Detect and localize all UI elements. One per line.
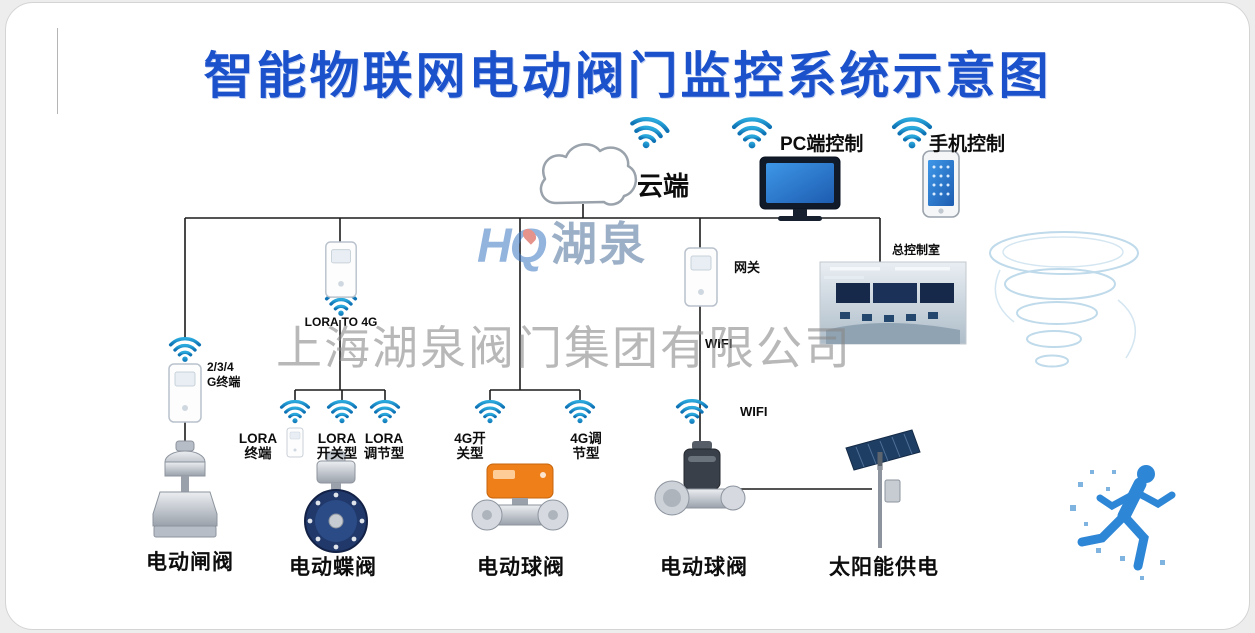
wifi-icon bbox=[675, 398, 709, 426]
terminal-234g-label: 2/3/4 G终端 bbox=[207, 360, 240, 390]
equipment-label-ball-valve-2: 电动球阀 bbox=[660, 556, 748, 579]
wifi-icon bbox=[628, 116, 669, 152]
branch-label-lora-switch: LORA 开关型 bbox=[317, 431, 358, 461]
branch-line2: 开关型 bbox=[316, 446, 358, 461]
pc-control-label: PC端控制 bbox=[780, 134, 864, 155]
lora-terminal-device bbox=[286, 427, 304, 458]
equipment-label-solar: 太阳能供电 bbox=[829, 556, 939, 579]
ball-valve-motor-image bbox=[654, 441, 746, 516]
wifi-icon bbox=[369, 399, 401, 425]
branch-line1: LORA bbox=[317, 431, 357, 446]
control-room-image bbox=[819, 261, 967, 345]
branch-line2: 关型 bbox=[456, 446, 484, 461]
lora-to-4g-device bbox=[325, 241, 357, 298]
branch-line1: LORA bbox=[238, 431, 278, 446]
runner-decoration bbox=[1070, 465, 1176, 580]
equipment-label-ball-valve-1: 电动球阀 bbox=[477, 556, 565, 579]
wifi-icon bbox=[168, 336, 202, 364]
equipment-label-butterfly-valve: 电动蝶阀 bbox=[289, 556, 377, 579]
branch-line2: 调节型 bbox=[363, 446, 405, 461]
wifi-icon bbox=[279, 399, 311, 425]
swirl-decoration bbox=[989, 231, 1139, 368]
branch-line1: 4G开 bbox=[454, 431, 486, 446]
butterfly-valve-image bbox=[304, 451, 368, 553]
scan-artifact-line bbox=[57, 28, 58, 114]
ball-valve-orange-image bbox=[471, 463, 569, 531]
wifi-icon bbox=[474, 399, 506, 425]
cloud-label: 云端 bbox=[637, 171, 690, 201]
terminal-234g-device bbox=[168, 363, 202, 423]
terminal-234g-line2: G终端 bbox=[207, 375, 241, 389]
branch-line2: 节型 bbox=[572, 446, 600, 461]
wifi-node-label: WIFI bbox=[740, 404, 768, 419]
branch-line1: 4G调 bbox=[570, 431, 602, 446]
phone-control-label: 手机控制 bbox=[929, 134, 1006, 155]
connection-wires bbox=[184, 204, 881, 490]
lora-to-4g-label: LORA TO 4G bbox=[304, 315, 378, 329]
cloud-icon bbox=[539, 143, 637, 206]
gate-valve-image bbox=[152, 440, 218, 538]
branch-label-4g-switch: 4G开 关型 bbox=[454, 431, 486, 461]
branch-label-lora-regulating: LORA 调节型 bbox=[364, 431, 405, 461]
phone-icon bbox=[922, 150, 960, 218]
equipment-label-gate-valve: 电动闸阀 bbox=[146, 551, 234, 574]
wifi-icon bbox=[894, 119, 930, 148]
wifi-line-label: WIFI bbox=[705, 336, 733, 351]
control-room-label: 总控制室 bbox=[892, 243, 941, 257]
gateway-label: 网关 bbox=[734, 260, 761, 275]
wifi-icon bbox=[734, 119, 770, 148]
solar-panel-image bbox=[845, 429, 921, 548]
wifi-icon bbox=[564, 399, 596, 425]
pc-monitor-icon bbox=[759, 156, 841, 221]
branch-line1: LORA bbox=[364, 431, 404, 446]
terminal-234g-line1: 2/3/4 bbox=[207, 360, 234, 374]
gateway-device bbox=[684, 247, 718, 307]
wifi-icon bbox=[326, 399, 358, 425]
branch-line2: 终端 bbox=[244, 446, 272, 461]
branch-label-4g-regulating: 4G调 节型 bbox=[570, 431, 602, 461]
diagram-title: 智能物联网电动阀门监控系统示意图 bbox=[203, 48, 1052, 104]
branch-label-lora-terminal: LORA 终端 bbox=[239, 431, 277, 461]
